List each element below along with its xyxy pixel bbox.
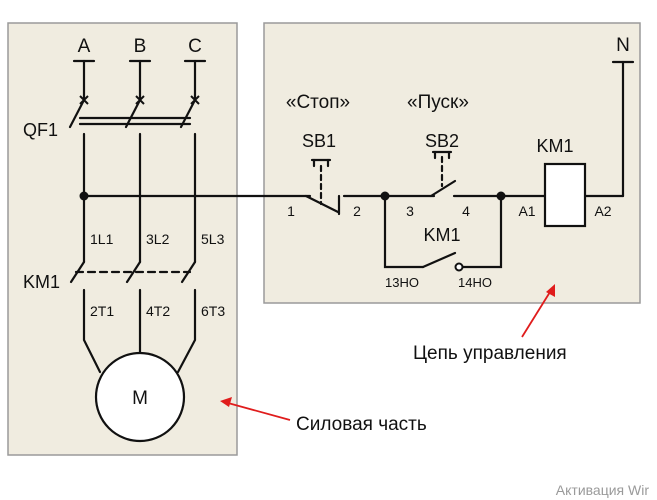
terminal-14no: 14НО xyxy=(458,275,492,290)
stop-caption: «Стоп» xyxy=(286,92,350,113)
power-caption-arrow xyxy=(220,397,291,421)
terminal-6t3: 6T3 xyxy=(201,303,225,319)
contactor-label: KM1 xyxy=(23,272,60,292)
terminal-stop-1: 1 xyxy=(287,203,295,219)
power-section-caption: Силовая часть xyxy=(296,414,427,435)
stop-button-label: SB1 xyxy=(302,131,336,151)
phase-a-label: A xyxy=(78,36,91,57)
start-button-label: SB2 xyxy=(425,131,459,151)
coil-label: KM1 xyxy=(536,136,573,156)
phase-crosses xyxy=(79,95,200,105)
terminal-4t2: 4T2 xyxy=(146,303,170,319)
coil-km1 xyxy=(543,162,587,228)
motor-label: M xyxy=(132,388,148,409)
terminal-3l2: 3L2 xyxy=(146,231,170,247)
aux-km1-contact xyxy=(383,194,503,269)
control-section-caption: Цепь управления xyxy=(413,343,567,364)
terminal-2t1: 2T1 xyxy=(90,303,114,319)
control-caption-arrow xyxy=(521,284,555,338)
motor-symbol xyxy=(94,351,186,443)
terminal-start-3: 3 xyxy=(406,203,414,219)
phase-c-label: C xyxy=(188,36,202,57)
terminal-1l1: 1L1 xyxy=(90,231,114,247)
terminal-5l3: 5L3 xyxy=(201,231,225,247)
stop-button-sb1-contact xyxy=(304,158,341,216)
phase-wires-top xyxy=(82,59,197,102)
start-button-sb2-contact xyxy=(429,150,457,198)
neutral-label: N xyxy=(616,35,630,56)
aux-contact-label: KM1 xyxy=(423,225,460,245)
terminal-start-4: 4 xyxy=(462,203,470,219)
start-caption: «Пуск» xyxy=(407,92,469,113)
breaker-label: QF1 xyxy=(23,120,58,140)
terminal-stop-2: 2 xyxy=(353,203,361,219)
phase-b-label: B xyxy=(134,36,147,57)
breaker-qf1-contacts xyxy=(68,98,197,129)
phase-wires-bottom xyxy=(82,288,197,374)
contactor-km1-main-contacts xyxy=(69,260,197,284)
terminal-coil-a2: A2 xyxy=(594,203,611,219)
junction-dots xyxy=(79,191,506,272)
windows-activation-watermark: Активация Wir xyxy=(555,482,649,498)
terminal-coil-a1: A1 xyxy=(518,203,535,219)
terminal-13no: 13НО xyxy=(385,275,419,290)
